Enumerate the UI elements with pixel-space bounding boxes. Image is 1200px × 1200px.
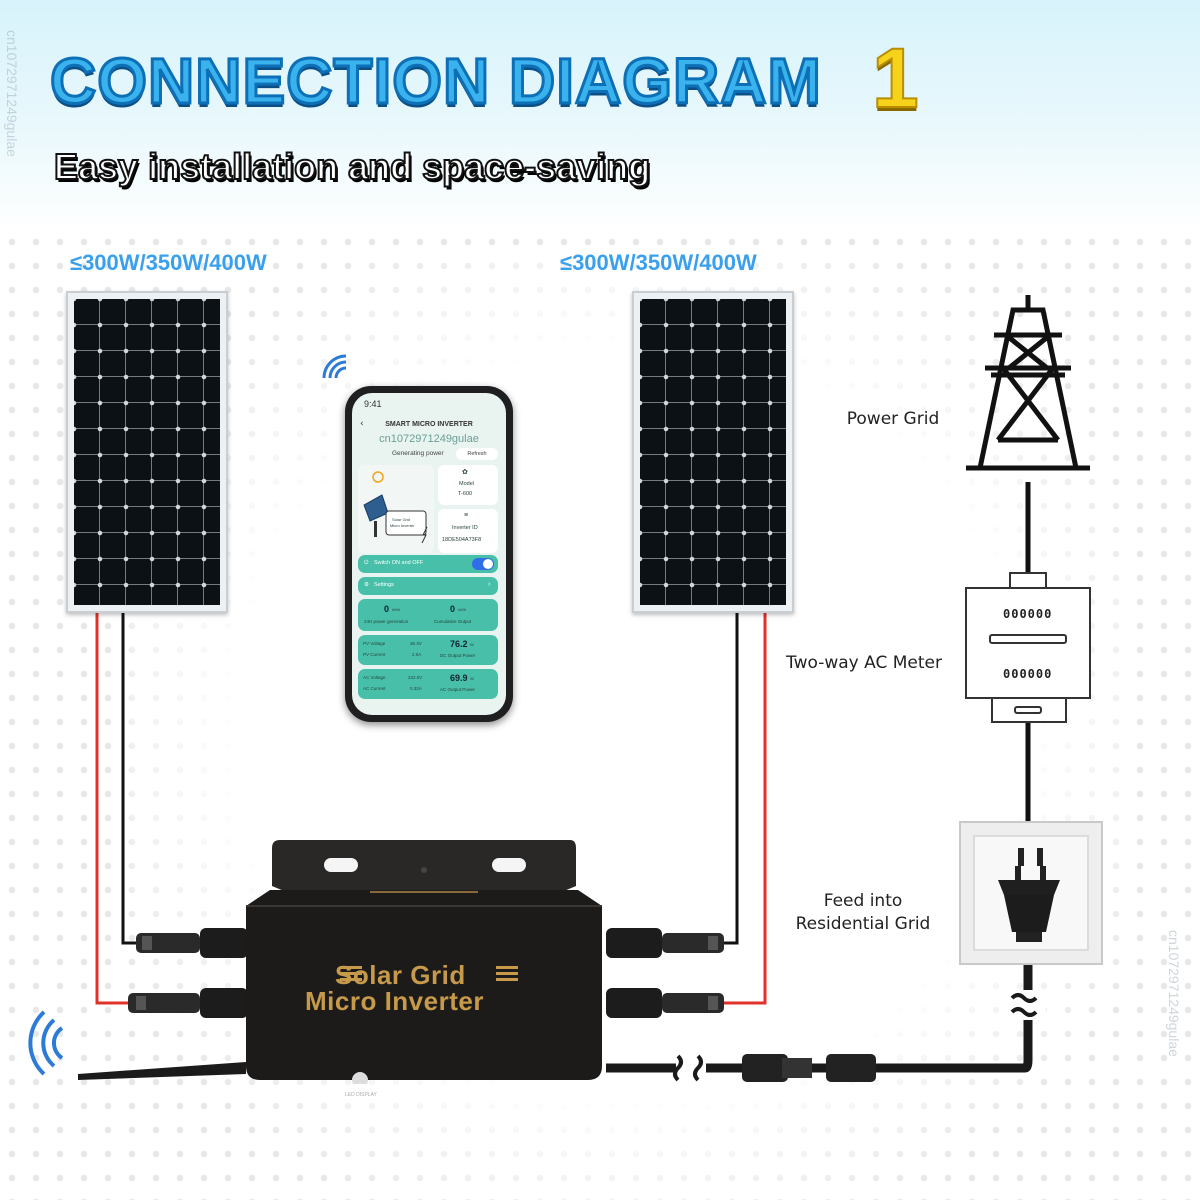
cumulative-label: Cumulative Output bbox=[434, 619, 472, 624]
settings-label: Settings bbox=[374, 582, 394, 588]
left-solar-panel bbox=[66, 291, 228, 613]
app-screen: 9:41 ‹ SMART MICRO INVERTER cn1072971249… bbox=[352, 393, 506, 715]
power-tower-icon bbox=[966, 295, 1090, 471]
power-toggle[interactable] bbox=[472, 558, 494, 570]
inverter-id-card: ≡ Inverter ID 18DE504A73F8 bbox=[438, 509, 498, 553]
ac-voltage-value: 222.0V bbox=[408, 675, 423, 680]
meter-digits-bottom: 000000 bbox=[1003, 667, 1053, 681]
right-mc4-connectors bbox=[606, 928, 724, 1018]
micro-inverter bbox=[246, 840, 602, 1084]
app-watermark: cn1072971249gulae bbox=[379, 433, 479, 445]
settings-icon: ⚙ bbox=[364, 582, 369, 588]
inverter-id-value: 18DE504A73F8 bbox=[442, 537, 482, 543]
app-title: SMART MICRO INVERTER bbox=[385, 421, 473, 428]
ac-current-label: AC Current bbox=[363, 686, 386, 691]
dc-power-unit: W bbox=[470, 642, 474, 647]
chevron-right-icon: › bbox=[488, 581, 491, 588]
phone-time: 9:41 bbox=[364, 399, 382, 409]
pv-stats-card: PV Voltage 36.3V PV Current 2.0A 76.2 W … bbox=[358, 635, 498, 665]
antenna bbox=[28, 1010, 246, 1080]
page-subtitle: Easy installation and space-saving bbox=[53, 145, 651, 188]
label-feed-line2: Residential Grid bbox=[795, 914, 931, 934]
left-black-wire bbox=[121, 612, 140, 945]
right-red-wire bbox=[720, 612, 767, 1005]
right-black-wire bbox=[720, 612, 739, 945]
back-icon[interactable]: ‹ bbox=[360, 419, 364, 429]
power-icon: ⏻ bbox=[364, 560, 369, 566]
refresh-button[interactable]: Refresh bbox=[456, 448, 498, 460]
label-feed-line1: Feed into bbox=[823, 891, 903, 911]
label-meter: Two-way AC Meter bbox=[786, 653, 942, 673]
ac-meter-icon bbox=[965, 572, 1091, 723]
smartphone: 9:41 ‹ SMART MICRO INVERTER cn1072971249… bbox=[345, 386, 513, 722]
pv-current-label: PV Current bbox=[363, 652, 386, 657]
left-red-wire bbox=[95, 612, 140, 1005]
inverter-label-line2: Micro Inverter bbox=[305, 986, 484, 1016]
left-panel-cells bbox=[74, 299, 220, 605]
ac-power-label: AC Output Power bbox=[440, 687, 476, 692]
label-power-grid: Power Grid bbox=[846, 409, 940, 429]
right-solar-panel bbox=[632, 291, 794, 613]
meter-digits-top: 000000 bbox=[1003, 607, 1053, 621]
model-card: ✿ Model T-600 bbox=[438, 465, 498, 505]
pv-voltage-value: 36.3V bbox=[410, 641, 422, 646]
watermark-left: cn1072971249gulae bbox=[4, 30, 20, 157]
header-banner bbox=[0, 0, 1200, 230]
right-panel-cells bbox=[640, 299, 786, 605]
system-illustration-card: Solar Grid Micro Inverter bbox=[358, 465, 434, 553]
inverter-id-icon: ≡ bbox=[464, 512, 469, 519]
gen24-label: 24H power generation bbox=[364, 619, 409, 624]
ac-stats-card: AC Voltage 222.0V AC Current 0.32A 69.9 … bbox=[358, 669, 498, 699]
dc-power-label: DC Output Power bbox=[440, 653, 476, 658]
pv-current-value: 2.0A bbox=[412, 652, 422, 657]
dc-power-value: 76.2 bbox=[450, 639, 468, 649]
right-panel-rating: ≤300W/350W/400W bbox=[560, 250, 757, 275]
model-icon: ✿ bbox=[462, 469, 468, 476]
page-title-number: 1 bbox=[871, 30, 920, 126]
ac-output-cable bbox=[606, 930, 1046, 1084]
illus-text2: Micro Inverter bbox=[390, 523, 415, 528]
gen24-value: 0 bbox=[384, 604, 390, 614]
ac-power-value: 69.9 bbox=[450, 673, 468, 683]
illus-text1: Solar Grid bbox=[392, 517, 411, 522]
wall-socket-icon bbox=[959, 821, 1103, 965]
energy-summary-card: 0 kWh 24H power generation 0 kWh Cumulat… bbox=[358, 599, 498, 631]
cumulative-unit: kWh bbox=[458, 607, 466, 612]
page-title: CONNECTION DIAGRAM bbox=[49, 44, 823, 119]
settings-row[interactable]: ⚙ Settings › bbox=[358, 577, 498, 595]
ac-power-unit: W bbox=[470, 676, 474, 681]
ac-current-value: 0.32A bbox=[410, 686, 422, 691]
system-illustration bbox=[363, 471, 428, 544]
switch-label: Switch ON and OFF bbox=[374, 560, 424, 566]
generating-status: Generating power bbox=[392, 450, 444, 457]
model-label: Model bbox=[459, 481, 474, 487]
label-feed-grid: Feed into Residential Grid bbox=[780, 890, 946, 936]
inverter-label-line1: Solar Grid bbox=[335, 960, 466, 990]
pv-voltage-label: PV Voltage bbox=[363, 641, 386, 646]
phone-wifi-icon bbox=[322, 354, 347, 379]
model-value: T-600 bbox=[458, 491, 473, 497]
inverter-led-label: LED DISPLAY bbox=[345, 1092, 377, 1098]
toggle-knob bbox=[483, 559, 493, 569]
left-panel-rating: ≤300W/350W/400W bbox=[70, 250, 267, 275]
refresh-label: Refresh bbox=[467, 451, 487, 457]
cumulative-value: 0 bbox=[450, 604, 456, 614]
left-mc4-connectors bbox=[128, 928, 248, 1018]
gen24-unit: kWh bbox=[392, 607, 400, 612]
watermark-right: cn1072971249gulae bbox=[1166, 930, 1182, 1057]
ac-voltage-label: AC Voltage bbox=[363, 675, 386, 680]
switch-row: ⏻ Switch ON and OFF bbox=[358, 555, 498, 573]
inverter-id-label: Inverter ID bbox=[452, 525, 478, 531]
